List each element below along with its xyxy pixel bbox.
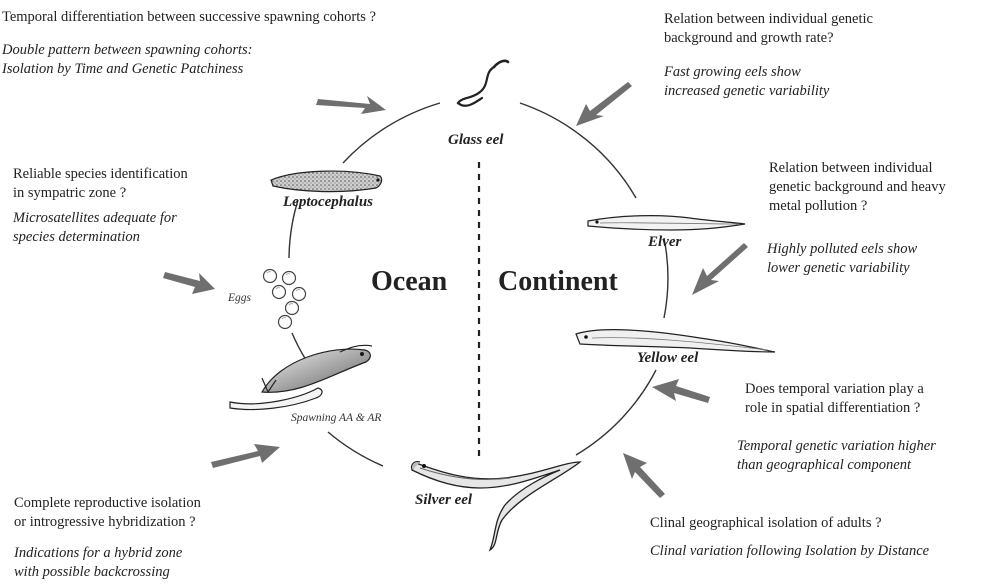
yellow-eel-label: Yellow eel [637,350,698,367]
answer-text: Microsatellites adequate for species det… [13,209,177,247]
question-clinal-isolation: Clinal geographical isolation of adults … [650,514,882,533]
cycle-arc-eggs-to-spawning [292,333,306,360]
answer-text: Clinal variation following Isolation by … [650,542,929,561]
glass-eel-illustration [458,61,508,106]
spawning-eels-illustration [230,345,372,409]
question-text: Complete reproductive isolation or intro… [14,494,201,532]
answer-text: Fast growing eels show increased genetic… [664,63,829,101]
arrow-to-elver-yellow [692,243,748,295]
yellow-eel-illustration [576,330,775,352]
answer-hybridization: Indications for a hybrid zone with possi… [14,544,182,582]
elver-illustration [588,216,745,230]
cycle-arc-glass-to-leptocephalus [343,103,440,163]
answer-text: Double pattern between spawning cohorts:… [2,41,253,79]
question-text: Clinal geographical isolation of adults … [650,514,882,533]
answer-growth-rate: Fast growing eels show increased genetic… [664,63,829,101]
question-text: Temporal differentiation between success… [2,8,376,27]
answer-temporal-variation: Temporal genetic variation higher than g… [737,437,936,475]
question-species-identification: Reliable species identification in sympa… [13,165,188,203]
arrow-to-eggs [163,272,215,294]
arrow-to-glass-eel-continent [576,82,632,126]
question-spawning-cohorts: Temporal differentiation between success… [2,8,376,27]
answer-text: Temporal genetic variation higher than g… [737,437,936,475]
answer-text: Indications for a hybrid zone with possi… [14,544,182,582]
ocean-label: Ocean [371,266,447,298]
answer-heavy-metal-pollution: Highly polluted eels show lower genetic … [767,240,917,278]
glass-eel-label: Glass eel [448,132,503,149]
eggs-label: Eggs [228,292,251,304]
answer-text: Highly polluted eels show lower genetic … [767,240,917,278]
answer-species-identification: Microsatellites adequate for species det… [13,209,177,247]
arrow-to-yellow-eel [652,379,710,403]
question-text: Relation between individual genetic back… [664,10,873,48]
elver-label: Elver [648,234,681,251]
cycle-arc-glass-to-elver [520,103,636,198]
question-temporal-variation: Does temporal variation play a role in s… [745,380,924,418]
continent-label: Continent [498,266,618,298]
question-text: Reliable species identification in sympa… [13,165,188,203]
question-text: Does temporal variation play a role in s… [745,380,924,418]
silver-eel-label: Silver eel [415,492,472,509]
cycle-arc-yellow-to-silver [576,370,656,455]
question-growth-rate: Relation between individual genetic back… [664,10,873,48]
question-text: Relation between individual genetic back… [769,159,946,216]
spawning-label: Spawning AA & AR [291,412,381,424]
arrow-to-glass-eel [316,96,386,114]
leptocephalus-illustration [271,171,382,192]
answer-spawning-cohorts: Double pattern between spawning cohorts:… [2,41,253,79]
cycle-arc-spawning-to-silver [328,432,383,466]
arrow-to-silver-eel [623,453,665,498]
eggs-illustration [264,270,306,329]
answer-clinal-isolation: Clinal variation following Isolation by … [650,542,929,561]
question-heavy-metal-pollution: Relation between individual genetic back… [769,159,946,216]
leptocephalus-label: Leptocephalus [283,194,373,211]
question-hybridization: Complete reproductive isolation or intro… [14,494,201,532]
arrow-to-spawning [211,444,280,468]
